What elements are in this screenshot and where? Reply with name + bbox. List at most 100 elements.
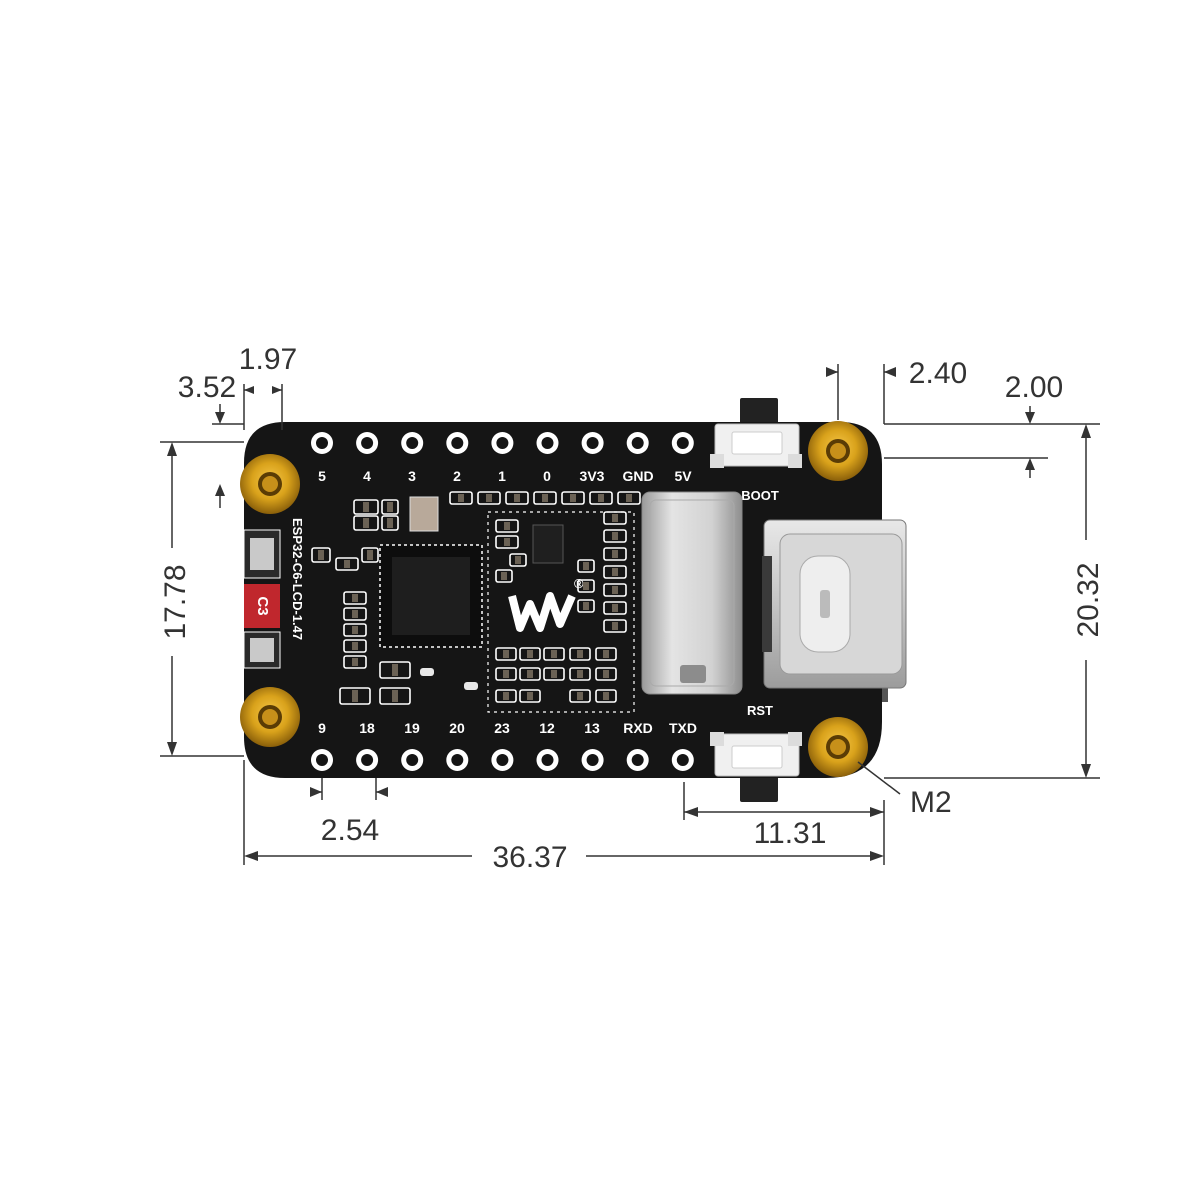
smd-part [392, 690, 398, 702]
arrowhead [215, 484, 225, 496]
smd-outline [589, 491, 613, 505]
arrowhead [884, 367, 896, 377]
smd-part [503, 650, 509, 658]
pin-label: 3 [408, 468, 416, 484]
arrowhead [826, 367, 838, 377]
side-component [878, 684, 888, 702]
pin-hole-center [541, 437, 554, 449]
smd-part [318, 550, 324, 560]
pin-label: 3V3 [580, 468, 605, 484]
mounting-hole-bottom-left [240, 687, 300, 747]
pin-hole-center [541, 754, 554, 766]
smd-part [344, 560, 350, 568]
dim-label-36-37: 36.37 [492, 841, 567, 874]
dimension-annotations: 36.37 11.31 2.54 M2 17.78 20.32 [159, 343, 1105, 874]
smd-outline [343, 623, 367, 637]
smd-outline [595, 689, 617, 703]
smd-outline [603, 529, 627, 543]
main-chip [379, 544, 483, 648]
smd-part [486, 494, 492, 502]
smd-outline [577, 579, 595, 593]
smd-part [570, 494, 576, 502]
boot-button-actuator[interactable] [740, 398, 778, 424]
dim-label-2-54: 2.54 [321, 814, 379, 847]
smd-part [352, 658, 358, 666]
smd-outline [543, 667, 565, 681]
smd-outline [603, 619, 627, 633]
smd-part [503, 692, 509, 700]
smd-components [311, 491, 641, 713]
smd-outline [449, 491, 473, 505]
smd-part [504, 538, 510, 546]
smd-outline [343, 639, 367, 653]
pin-hole-center [496, 437, 509, 449]
arrowhead [1025, 458, 1035, 470]
chip-badge-label: C3 [254, 596, 271, 615]
pin-hole-center [316, 754, 328, 766]
pin-hole-center [676, 754, 689, 766]
arrowhead [272, 386, 282, 394]
smd-part [363, 518, 369, 528]
pin-label: TXD [669, 720, 697, 736]
smd-part [387, 518, 393, 528]
pin-label: 5 [318, 468, 326, 484]
dim-label-20-32: 20.32 [1072, 562, 1105, 637]
smd-outline [495, 647, 517, 661]
crystal [409, 496, 439, 532]
smd-outline [495, 519, 519, 533]
m2-leader [857, 761, 901, 795]
pin-label: 20 [449, 720, 465, 736]
pin-hole-center [316, 437, 328, 449]
smd-outline [353, 515, 379, 531]
rst-button-actuator[interactable] [740, 776, 778, 802]
smd-outline [577, 599, 595, 613]
rgb-led [243, 529, 281, 579]
smd-part [551, 650, 557, 658]
pin-label: 23 [494, 720, 510, 736]
smd-part [612, 532, 618, 540]
pin-label: 1 [498, 468, 506, 484]
smd-part [612, 568, 618, 576]
smd-outline [603, 565, 627, 579]
smd-part [352, 690, 358, 702]
dim-label-m2: M2 [910, 786, 952, 819]
arrowhead [167, 442, 177, 456]
pin-hole-center [631, 754, 644, 766]
smd-part [501, 572, 507, 580]
smd-part [367, 550, 373, 560]
smd-part [363, 502, 369, 512]
smd-part [583, 582, 589, 590]
pin-hole-center [496, 754, 509, 766]
smd-outline [343, 591, 367, 605]
bottom-pin-labels: 9 18 19 20 23 12 13 RXD TXD [318, 720, 697, 736]
regulator-ic [532, 524, 564, 564]
pin-label: 13 [584, 720, 600, 736]
smd-outline [509, 553, 527, 567]
rst-button[interactable] [710, 732, 802, 777]
arrowhead [244, 851, 258, 861]
arrowhead [1025, 412, 1035, 424]
smd-outline [335, 557, 359, 571]
smd-outline [361, 547, 379, 563]
dim-label-11-31: 11.31 [754, 817, 827, 850]
smd-part [527, 692, 533, 700]
usb-c-connector[interactable] [762, 519, 907, 689]
smd-part [598, 494, 604, 502]
smd-outline [595, 667, 617, 681]
pin-label: 2 [453, 468, 461, 484]
smd-outline [343, 607, 367, 621]
dim-label-17-78: 17.78 [159, 564, 192, 639]
boot-button[interactable] [710, 423, 802, 468]
dim-label-2-40: 2.40 [909, 357, 967, 390]
smd-outline [519, 689, 541, 703]
arrowhead [1081, 764, 1091, 778]
smd-part [612, 622, 618, 630]
smd-part [527, 650, 533, 658]
arrowhead [1081, 424, 1091, 438]
pin-label: RXD [623, 720, 653, 736]
smd-outline [311, 547, 331, 563]
pin-label: 18 [359, 720, 375, 736]
pin-hole-center [406, 437, 419, 449]
smd-outline [561, 491, 585, 505]
